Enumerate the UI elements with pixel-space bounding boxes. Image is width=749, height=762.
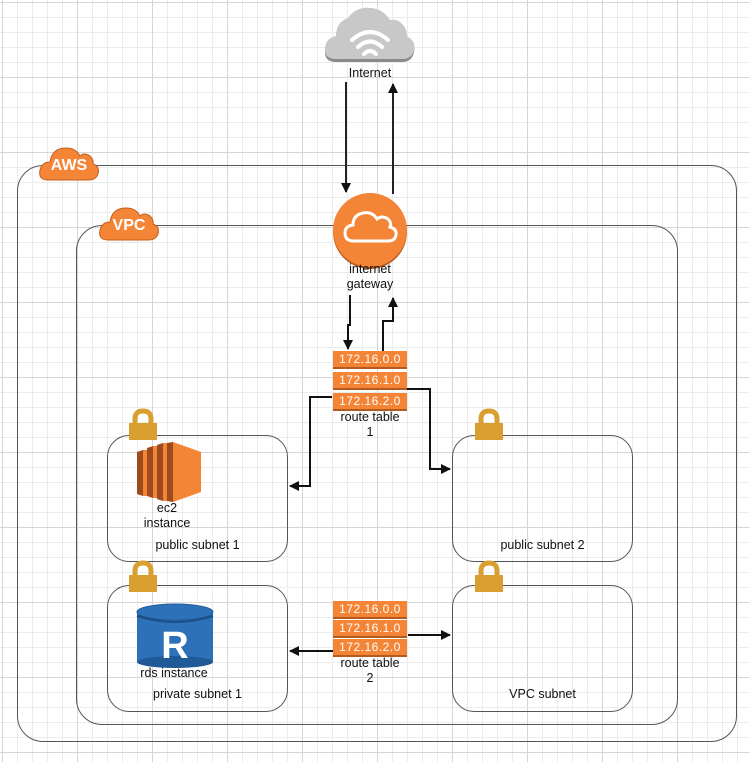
arrow-rt1-to-gateway bbox=[382, 297, 398, 351]
private-subnet-1[interactable] bbox=[107, 585, 288, 712]
route-entry: 172.16.1.0 bbox=[333, 620, 407, 638]
internet-gateway-label-line2: gateway bbox=[346, 277, 394, 291]
rds-icon: R bbox=[136, 603, 214, 668]
route-table-2-label-line1: route table bbox=[340, 656, 400, 670]
vpc-subnet-label: VPC subnet bbox=[509, 687, 576, 701]
cloud-icon bbox=[343, 211, 398, 243]
vpc-badge-label: VPC bbox=[112, 217, 146, 234]
rds-instance-node[interactable]: R bbox=[136, 602, 214, 668]
route-entry: 172.16.2.0 bbox=[333, 393, 407, 411]
route-table-2-label-line2: 2 bbox=[366, 671, 374, 685]
vpc-cloud-icon bbox=[99, 207, 159, 241]
private-subnet-1-label: private subnet 1 bbox=[153, 687, 242, 701]
arrow-rt1-to-public-subnet-2 bbox=[407, 388, 451, 474]
cloud-wifi-icon bbox=[324, 7, 415, 62]
aws-badge-label: AWS bbox=[50, 157, 88, 174]
arrow-gateway-to-rt1 bbox=[343, 295, 353, 350]
internet-node[interactable] bbox=[322, 4, 418, 64]
gateway-circle bbox=[333, 193, 407, 269]
aws-badge: AWS bbox=[38, 142, 100, 182]
route-entry: 172.16.0.0 bbox=[333, 601, 407, 619]
ec2-icon bbox=[137, 442, 201, 502]
aws-cloud-container bbox=[17, 165, 737, 742]
route-table-1-label-line1: route table bbox=[340, 410, 400, 424]
public-subnet-1[interactable] bbox=[107, 435, 288, 562]
aws-cloud-icon bbox=[39, 147, 99, 181]
route-table-2[interactable]: 172.16.0.0 172.16.1.0 172.16.2.0 bbox=[333, 601, 407, 661]
route-entry: 172.16.1.0 bbox=[333, 372, 407, 390]
vpc-subnet[interactable] bbox=[452, 585, 633, 712]
public-subnet-1-label: public subnet 1 bbox=[155, 538, 240, 552]
route-table-1-label-line2: 1 bbox=[366, 425, 374, 439]
route-entry: 172.16.2.0 bbox=[333, 639, 407, 657]
public-subnet-2[interactable] bbox=[452, 435, 633, 562]
ec2-label-line2: instance bbox=[143, 516, 191, 530]
internet-gateway-node[interactable] bbox=[332, 193, 408, 269]
arrow-rt1-to-public-subnet-1 bbox=[289, 396, 332, 491]
internet-label: Internet bbox=[348, 66, 392, 80]
ec2-instance-node[interactable] bbox=[137, 442, 201, 502]
public-subnet-2-label: public subnet 2 bbox=[500, 538, 585, 552]
route-entry: 172.16.0.0 bbox=[333, 351, 407, 369]
ec2-label-line1: ec2 bbox=[156, 501, 178, 515]
internet-gateway-label-line1: internet bbox=[349, 262, 391, 276]
rds-label: rds instance bbox=[140, 666, 208, 680]
route-table-1[interactable]: 172.16.0.0 172.16.1.0 172.16.2.0 bbox=[333, 351, 407, 411]
rds-letter: R bbox=[161, 625, 188, 667]
vpc-badge: VPC bbox=[98, 202, 160, 242]
